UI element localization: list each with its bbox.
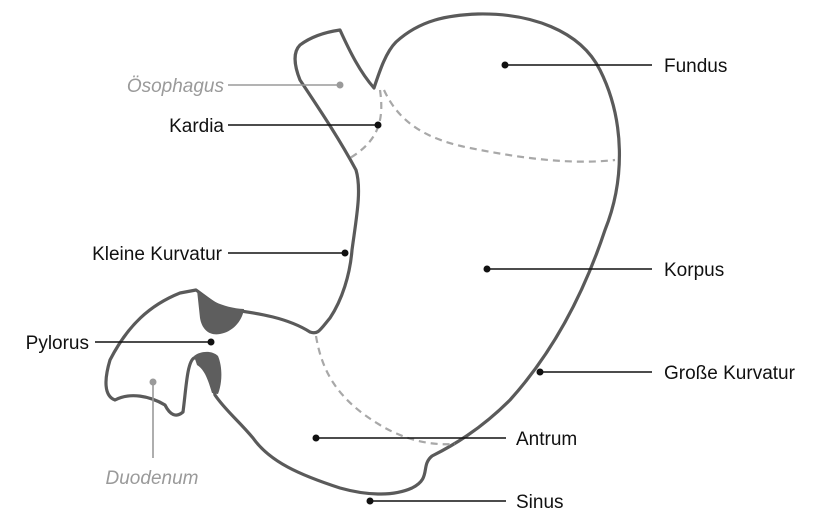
- label-grosse-kurvatur: Große Kurvatur: [664, 363, 796, 384]
- label-antrum: Antrum: [516, 429, 577, 450]
- duodenum-leader-dot: [150, 379, 157, 386]
- pylorus-muscle-lower: [194, 352, 221, 394]
- label-pylorus: Pylorus: [26, 333, 89, 354]
- sinus-leader-dot: [367, 498, 374, 505]
- label-duodenum: Duodenum: [106, 468, 199, 489]
- grosse-kurvatur-leader-dot: [537, 369, 544, 376]
- label-oesophagus: Ösophagus: [127, 76, 225, 97]
- oesophagus-leader-dot: [337, 82, 344, 89]
- kardia-leader-dot: [375, 122, 382, 129]
- label-sinus: Sinus: [516, 492, 564, 510]
- korpus-antrum-boundary-dashed: [316, 336, 455, 444]
- pylorus-leader-dot: [208, 339, 215, 346]
- label-korpus: Korpus: [664, 260, 724, 281]
- fundus-korpus-boundary-dashed: [384, 90, 615, 162]
- label-kardia: Kardia: [169, 116, 224, 137]
- label-fundus: Fundus: [664, 56, 727, 77]
- antrum-leader-dot: [313, 435, 320, 442]
- pylorus-muscle-upper: [197, 290, 244, 334]
- label-kleine-kurvatur: Kleine Kurvatur: [92, 244, 223, 265]
- korpus-leader-dot: [484, 266, 491, 273]
- fundus-leader-dot: [502, 62, 509, 69]
- kleine-kurvatur-leader-dot: [342, 250, 349, 257]
